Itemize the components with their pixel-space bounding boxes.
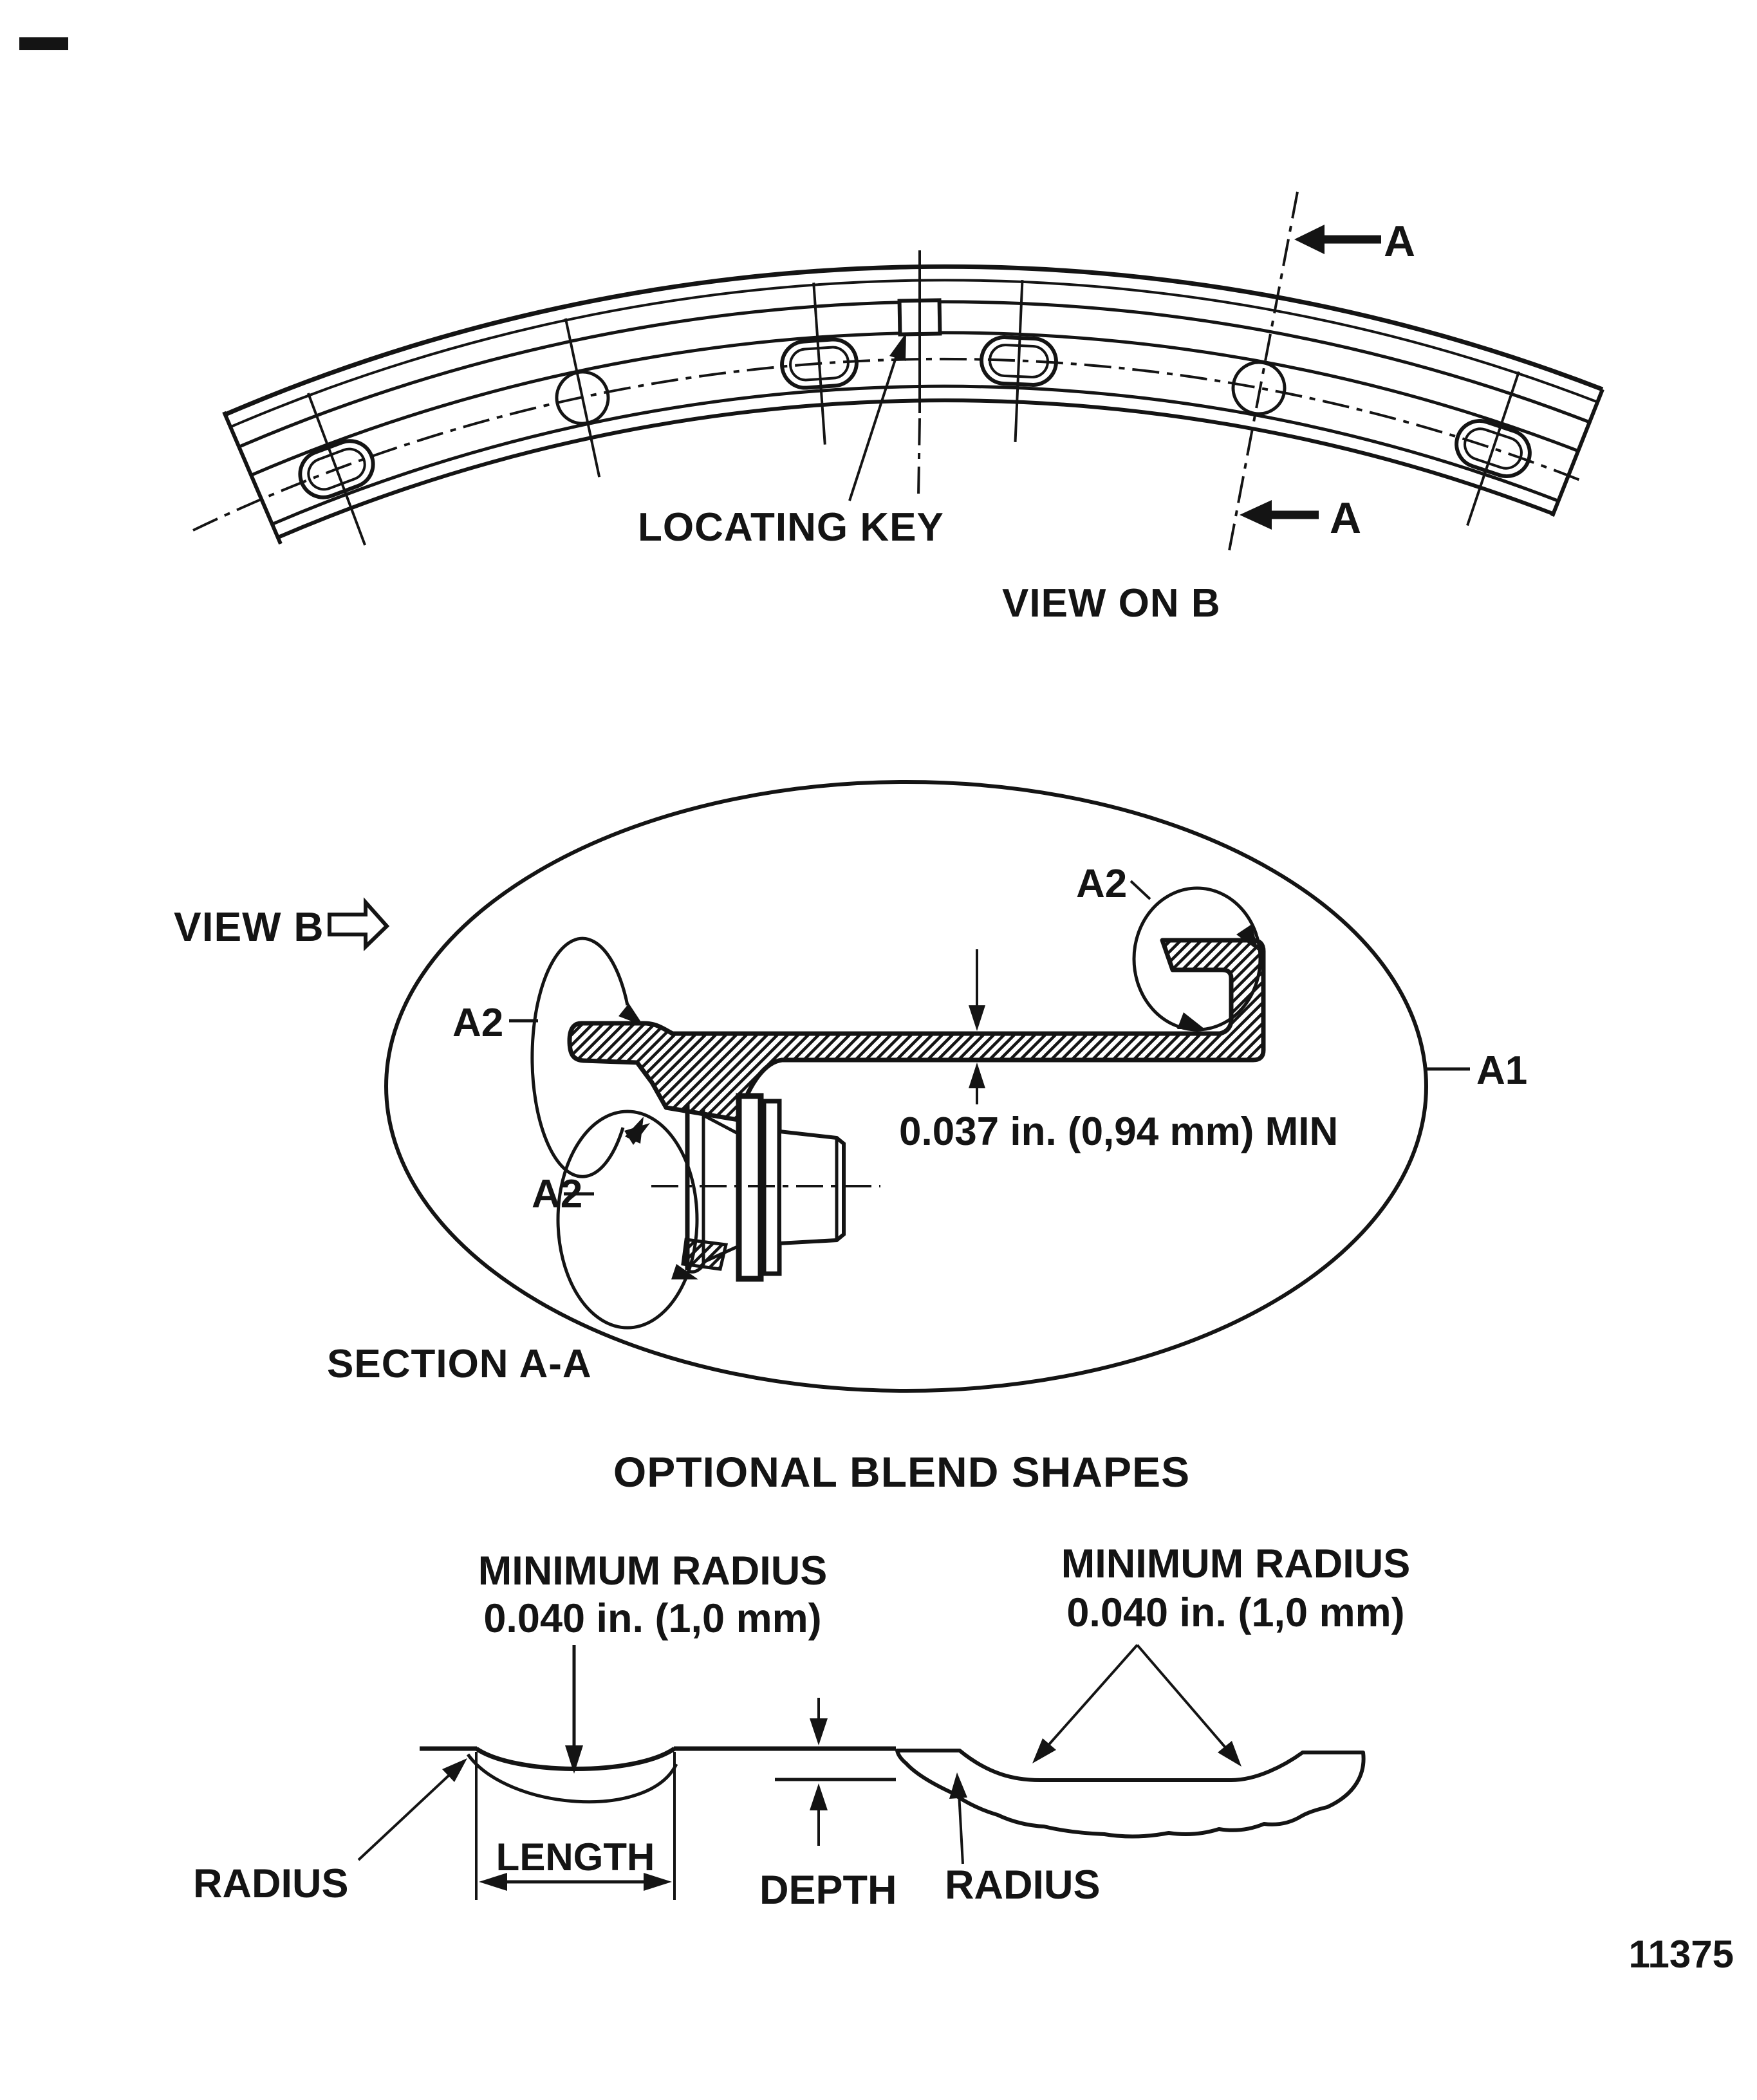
depth-label: DEPTH (759, 1868, 897, 1913)
min-radius-label-line2: 0.040 in. (1,0 mm) (1066, 1590, 1404, 1635)
section-arrow-a-top: A (1294, 217, 1415, 266)
a2-top-leader (1130, 880, 1151, 900)
optional-blend-shapes: OPTIONAL BLEND SHAPES MINIMUM RADIUS 0.0… (193, 1448, 1410, 1913)
min-radius-label-line1: MINIMUM RADIUS (478, 1548, 827, 1594)
right-arrowhead-icon (644, 1873, 672, 1891)
lasso-arrowhead-icon (618, 1003, 644, 1026)
boss-collar-bottom-edge (702, 1244, 740, 1264)
a2-top-label: A2 (1076, 862, 1127, 906)
slotted-hole-3 (980, 280, 1058, 442)
min-radius-leader-right (1136, 1644, 1234, 1757)
leader-arrowhead-icon (889, 333, 906, 361)
leader-arrowhead-icon (1218, 1741, 1241, 1767)
a2-left-label: A2 (452, 1001, 503, 1045)
figure-number: 11375 (1628, 1933, 1734, 1976)
a1-label: A1 (1476, 1048, 1527, 1093)
min-thickness-dimension: 0.037 in. (0,94 mm) MIN (899, 949, 1338, 1154)
min-radius-leader-left (1040, 1644, 1139, 1754)
up-arrowhead-icon (810, 1783, 828, 1810)
top-view-ring-segment: A A LOCATING KEY VIEW ON B (192, 191, 1604, 626)
section-letter-top: A (1384, 217, 1415, 266)
lasso-arrowhead-icon (671, 1264, 698, 1279)
min-radius-label-line2: 0.040 in. (1,0 mm) (483, 1596, 821, 1641)
section-line-a-a (1227, 191, 1299, 558)
leader-arrowhead-icon (442, 1758, 467, 1782)
blend-shapes-title: OPTIONAL BLEND SHAPES (613, 1448, 1190, 1496)
down-arrowhead-icon (969, 1005, 985, 1031)
view-b-label: VIEW B (174, 904, 324, 950)
leader-arrowhead-icon (1032, 1738, 1056, 1763)
lasso-loop (1132, 886, 1262, 1032)
section-arrow-a-bottom: A (1240, 494, 1361, 543)
ring-left-end-face (222, 411, 283, 545)
page-corner-dash (19, 37, 68, 50)
section-a-a-detail: VIEW B 0.037 in. (0,94 mm) MIN (174, 780, 1527, 1393)
left-arrowhead-icon (479, 1873, 507, 1891)
detail-ellipse (384, 780, 1428, 1393)
length-label: LENGTH (496, 1835, 655, 1879)
lasso-arrowhead-icon (1177, 1012, 1205, 1029)
ring-outer-edge-inner-line (230, 279, 1599, 428)
hole-centerline-tick (1014, 280, 1024, 442)
ring-centerline-arc (192, 357, 1581, 532)
ring-inner-edge-outer-line (277, 398, 1556, 539)
boss-side-view (651, 1093, 880, 1282)
blend-shape-left: MINIMUM RADIUS 0.040 in. (1,0 mm) LENGTH… (193, 1548, 897, 1913)
section-letter-bottom: A (1330, 494, 1361, 543)
up-arrowhead-icon (949, 1772, 967, 1799)
blend-dish-upper-curve (475, 1747, 676, 1771)
top-view-caption: VIEW ON B (1002, 581, 1221, 626)
blend-scallop-outline (895, 1749, 1366, 1839)
a2-lasso-top-right: A2 (1076, 862, 1262, 1032)
min-radius-label-line1: MINIMUM RADIUS (1061, 1541, 1410, 1586)
locating-key-leader (848, 343, 902, 501)
min-thickness-text: 0.037 in. (0,94 mm) MIN (899, 1110, 1338, 1154)
down-arrowhead-icon (565, 1745, 583, 1774)
locating-key-centerline-dashed (917, 418, 921, 497)
lasso-arrowhead-icon (1236, 924, 1258, 951)
ring-inner-edge-arc (272, 384, 1560, 526)
left-arrowhead-icon (1240, 500, 1272, 530)
locating-key-label: LOCATING KEY (638, 505, 944, 550)
radius-label-left: RADIUS (193, 1861, 349, 1906)
hole-centerline-tick (1466, 371, 1520, 526)
a2-lasso-left: A2 (452, 936, 650, 1178)
ring-right-end-face (1550, 388, 1604, 517)
down-arrowhead-icon (810, 1718, 828, 1745)
up-arrowhead-icon (969, 1063, 985, 1088)
section-caption: SECTION A-A (327, 1342, 592, 1386)
lasso-loop (530, 936, 629, 1178)
view-b-arrow-icon (328, 897, 390, 952)
blend-shape-right: MINIMUM RADIUS 0.040 in. (1,0 mm) RADIUS (895, 1541, 1410, 1908)
lasso-loop (556, 1110, 699, 1330)
rail-profile-cross-section (567, 938, 1266, 1122)
radius-leader-left (357, 1765, 460, 1861)
boss-collar-top-edge (702, 1113, 740, 1136)
ring-outer-edge-arc (224, 264, 1604, 417)
a2-lasso-bottom: A2 (532, 1110, 699, 1330)
lasso-arrowhead-icon (625, 1117, 644, 1144)
left-arrowhead-icon (1294, 225, 1325, 254)
blend-dish-lower-curve (466, 1753, 678, 1804)
radius-label-right: RADIUS (945, 1863, 1101, 1908)
